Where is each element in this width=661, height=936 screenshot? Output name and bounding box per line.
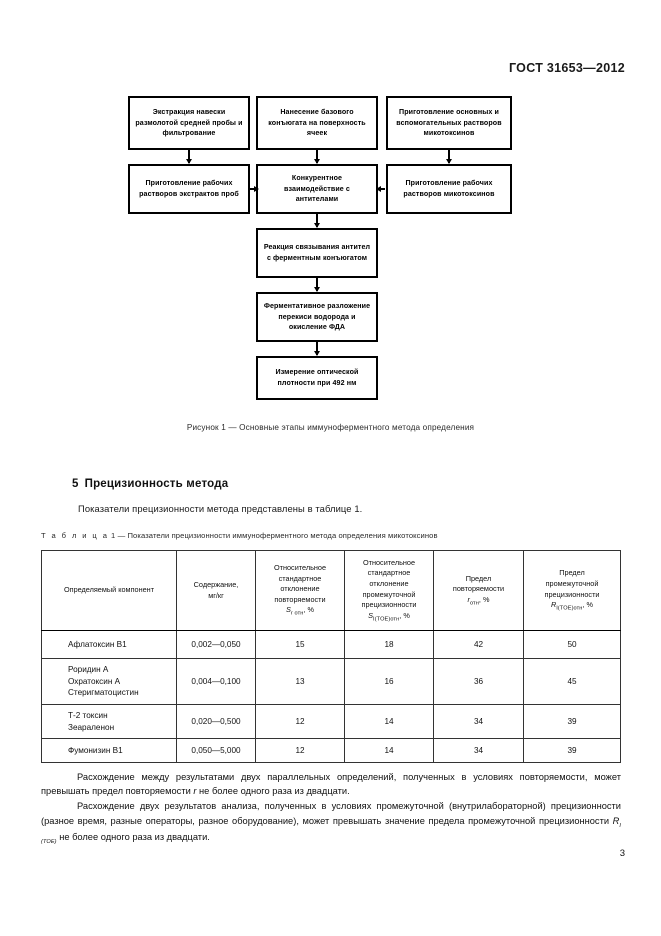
cell-R: 39 [523, 738, 621, 764]
process-flowchart: Экстракция навески размолотой средней пр… [0, 92, 661, 414]
flow-box-stock-solutions-label: Приготовление основных и вспомогательных… [396, 108, 502, 138]
figure-caption: Рисунок 1 — Основные этапы иммунофермент… [186, 423, 475, 432]
table-row: Фумонизин В1 0,050—5,000 12 14 34 39 [41, 738, 621, 764]
section-heading: 5 Прецизионность метода [72, 478, 228, 490]
cell-si: 16 [344, 658, 434, 705]
cell-content: 0,002—0,050 [176, 630, 256, 659]
cell-sr: 13 [255, 658, 345, 705]
col-header-rsd-repeatability: Относительное стандартное отклонение пов… [255, 550, 345, 631]
table-row: Роридин А Охратоксин А Стеригматоцистин … [41, 658, 621, 705]
flow-box-toxin-working-solutions: Приготовление рабочих растворов микотокс… [386, 164, 512, 214]
table-row: Т-2 токсин Зеараленон 0,020—0,500 12 14 … [41, 703, 621, 740]
flow-box-extraction-label: Экстракция навески размолотой средней пр… [135, 108, 243, 138]
flow-box-sample-working-solutions-label: Приготовление рабочих растворов экстракт… [139, 179, 239, 198]
flow-box-toxin-working-solutions-label: Приготовление рабочих растворов микотокс… [403, 179, 495, 198]
flow-box-extraction: Экстракция навески размолотой средней пр… [128, 96, 250, 150]
flow-box-competitive-interaction-label: Конкурентное взаимодействие с антителами [284, 174, 350, 204]
arrow-left-to-competitive [250, 188, 258, 191]
flow-box-optical-density-measurement: Измерение оптической плотности при 492 н… [256, 356, 378, 400]
cell-content: 0,020—0,500 [176, 703, 256, 740]
cell-component: Фумонизин В1 [41, 738, 177, 764]
precision-table: Определяемый компонент Содержание, мг/кг… [41, 550, 621, 764]
flow-box-sample-working-solutions: Приготовление рабочих растворов экстракт… [128, 164, 250, 214]
cell-r: 34 [433, 703, 524, 740]
col-header-repeatability-limit: Предел повторяемости rотн, % [433, 550, 524, 631]
flow-box-base-conjugate-label: Нанесение базового конъюгата на поверхно… [268, 108, 366, 138]
cell-sr: 12 [255, 703, 345, 740]
arrow-enzymatic-to-measurement [316, 342, 319, 355]
arrow-stock-to-working-toxins [448, 150, 451, 163]
col-header-content: Содержание, мг/кг [176, 550, 256, 631]
col-header-component: Определяемый компонент [41, 550, 177, 631]
arrow-binding-to-enzymatic [316, 278, 319, 291]
arrow-conjugate-to-competitive [316, 150, 319, 163]
cell-component: Т-2 токсин Зеараленон [41, 703, 177, 740]
table-caption-number: 1 [111, 531, 116, 540]
table-caption-text: — Показатели прецизионности иммунофермен… [117, 531, 438, 540]
cell-si: 14 [344, 738, 434, 764]
cell-component: Роридин А Охратоксин А Стеригматоцистин [41, 658, 177, 705]
cell-content: 0,004—0,100 [176, 658, 256, 705]
closing-paragraph-2: Расхождение двух результатов анализа, по… [41, 801, 621, 845]
cell-R: 50 [523, 630, 621, 659]
section-number: 5 [72, 478, 79, 490]
cell-sr: 15 [255, 630, 345, 659]
flow-box-antibody-binding: Реакция связывания антител с ферментным … [256, 228, 378, 278]
cell-component: Афлатоксин В1 [41, 630, 177, 659]
flow-box-optical-density-measurement-label: Измерение оптической плотности при 492 н… [275, 368, 359, 387]
flow-box-enzymatic-decomposition-label: Ферментативное разложение перекиси водор… [263, 302, 371, 332]
cell-si: 14 [344, 703, 434, 740]
cell-si: 18 [344, 630, 434, 659]
arrow-extraction-to-working [188, 150, 191, 163]
flow-box-enzymatic-decomposition: Ферментативное разложение перекиси водор… [256, 292, 378, 342]
cell-r: 34 [433, 738, 524, 764]
flow-box-stock-solutions: Приготовление основных и вспомогательных… [386, 96, 512, 150]
cell-content: 0,050—5,000 [176, 738, 256, 764]
section-intro-paragraph: Показатели прецизионности метода предста… [78, 503, 363, 514]
table-caption-label: Т а б л и ц а [41, 531, 109, 540]
table-caption: Т а б л и ц а 1 — Показатели прецизионно… [41, 531, 621, 540]
document-header: ГОСТ 31653—2012 [508, 61, 625, 75]
cell-R: 39 [523, 703, 621, 740]
closing-paragraphs: Расхождение между результатами двух пара… [41, 770, 621, 847]
col-header-intermediate-limit: Предел промежуточной прецизионности RI(T… [523, 550, 621, 631]
arrow-right-to-competitive [377, 188, 385, 191]
section-title: Прецизионность метода [84, 478, 229, 490]
flow-box-competitive-interaction: Конкурентное взаимодействие с антителами [256, 164, 378, 214]
table-body: Афлатоксин В1 0,002—0,050 15 18 42 50 Ро… [41, 630, 621, 764]
cell-r: 42 [433, 630, 524, 659]
closing-paragraph-1: Расхождение между результатами двух пара… [41, 772, 621, 797]
cell-r: 36 [433, 658, 524, 705]
table-row: Афлатоксин В1 0,002—0,050 15 18 42 50 [41, 630, 621, 659]
arrow-competitive-to-binding [316, 214, 319, 227]
flow-box-base-conjugate: Нанесение базового конъюгата на поверхно… [256, 96, 378, 150]
flow-box-antibody-binding-label: Реакция связывания антител с ферментным … [263, 243, 371, 262]
cell-sr: 12 [255, 738, 345, 764]
page-number: 3 [619, 848, 625, 859]
col-header-rsd-intermediate: Относительное стандартное отклонение про… [344, 550, 434, 631]
cell-R: 45 [523, 658, 621, 705]
table-header-row: Определяемый компонент Содержание, мг/кг… [41, 550, 621, 631]
